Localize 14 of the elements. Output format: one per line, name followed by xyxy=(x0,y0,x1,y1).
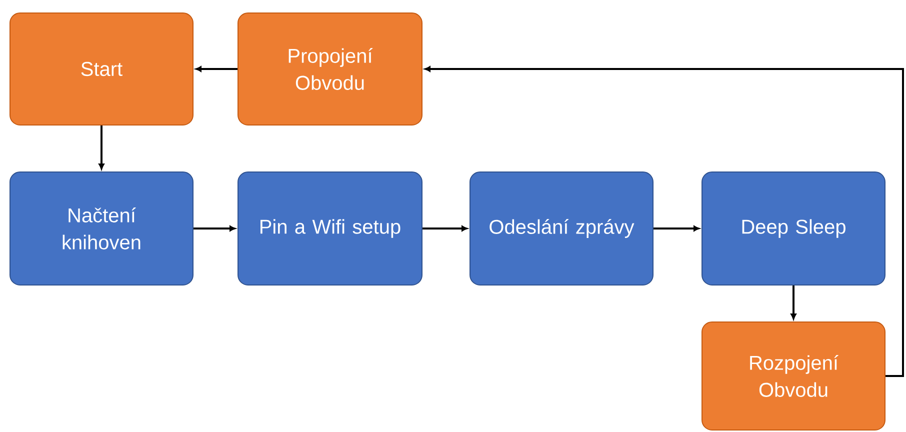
process-box: Start xyxy=(10,12,194,126)
arrow xyxy=(424,66,904,377)
arrow xyxy=(196,66,238,72)
arrow xyxy=(422,226,468,232)
process-box: Propojení Obvodu xyxy=(238,12,422,126)
process-box: Odeslání zprávy xyxy=(470,172,654,286)
process-box: Deep Sleep xyxy=(702,172,886,286)
arrow xyxy=(790,286,796,320)
process-box: Načtení knihoven xyxy=(10,172,194,286)
process-box: Pin a Wifi setup xyxy=(238,172,422,286)
arrow xyxy=(654,226,700,232)
process-box: Rozpojení Obvodu xyxy=(702,322,886,430)
arrow xyxy=(194,226,236,232)
arrow xyxy=(98,126,104,170)
